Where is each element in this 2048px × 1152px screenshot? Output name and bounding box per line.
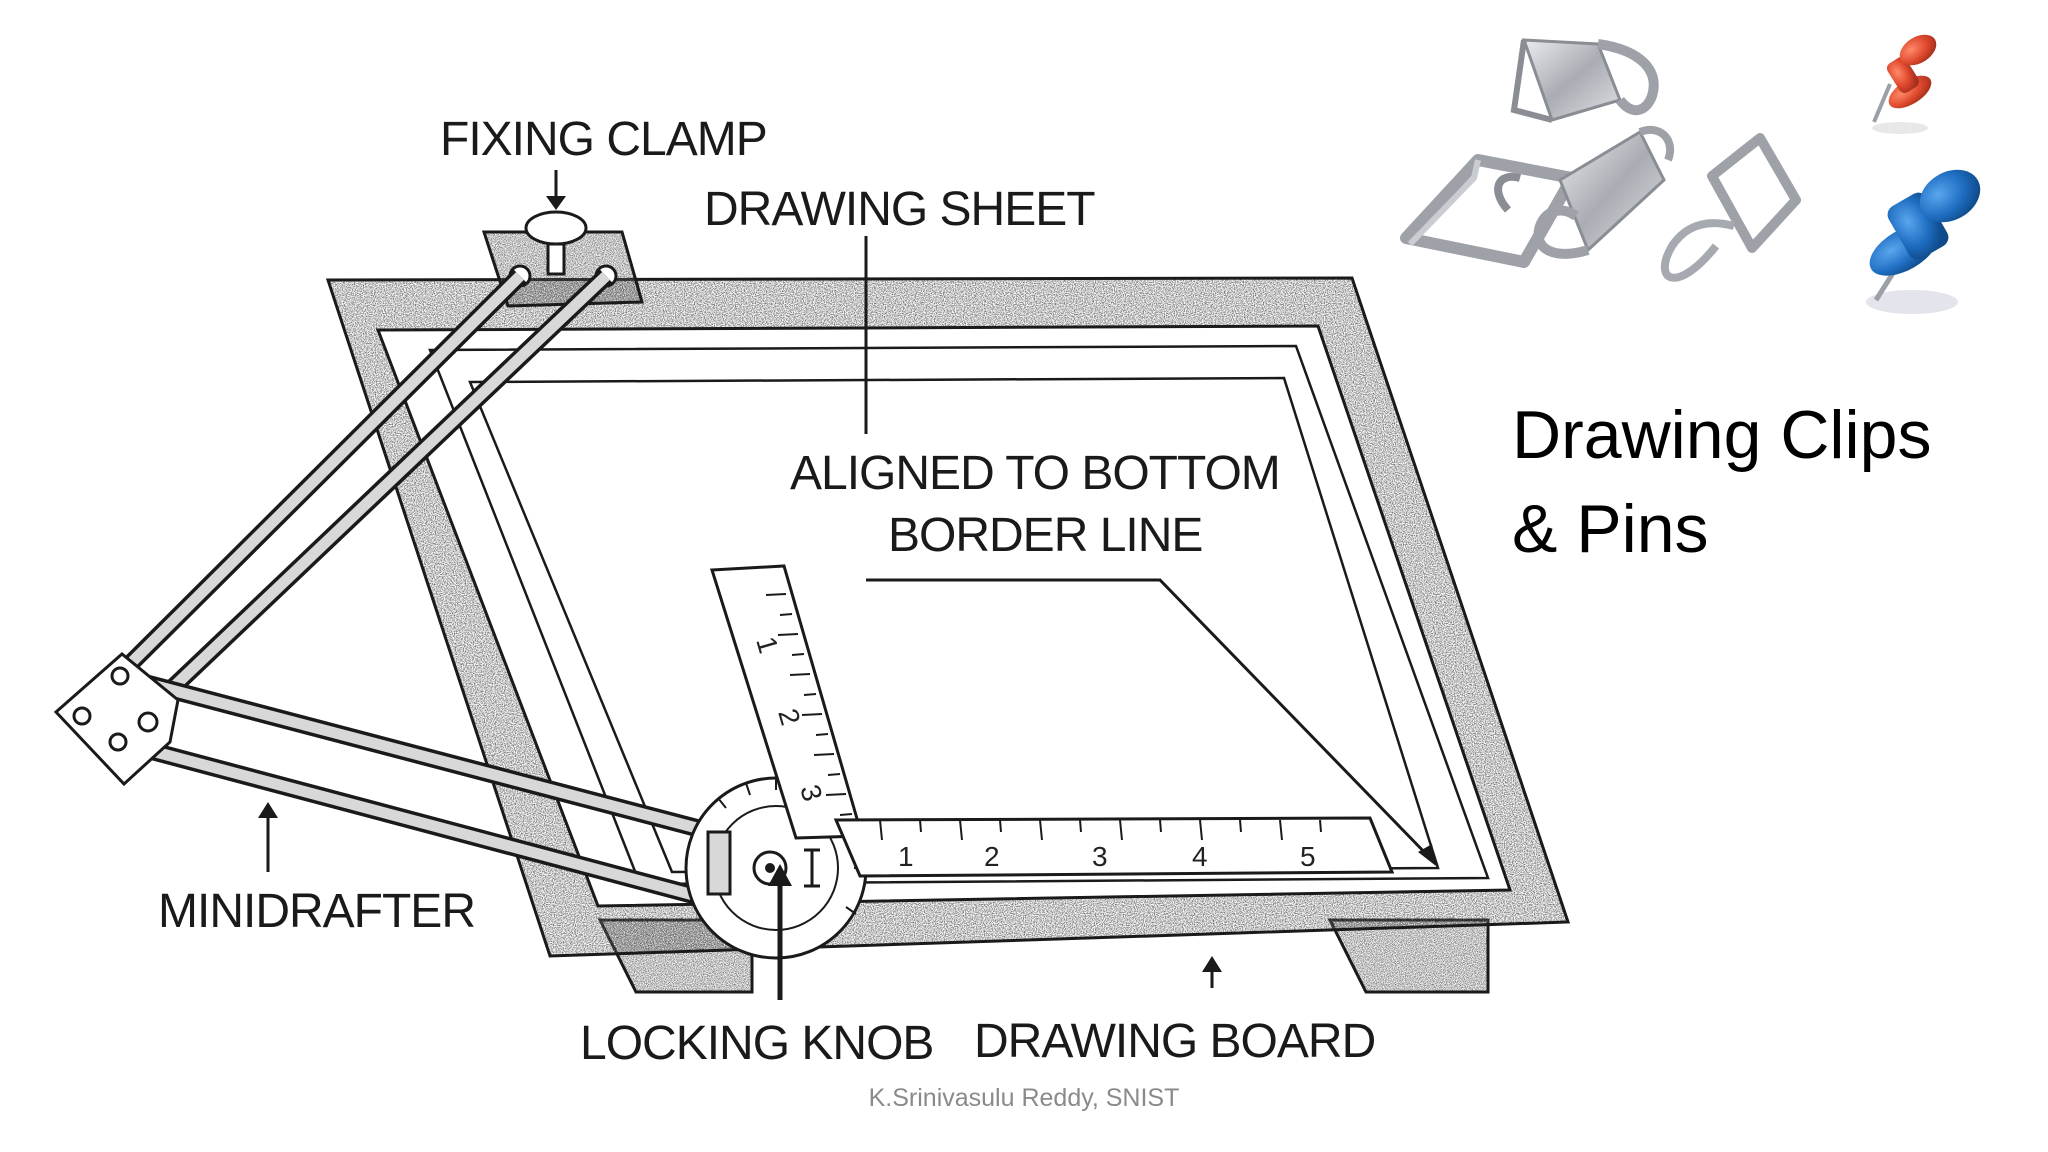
aligned-label-line1: ALIGNED TO BOTTOM (790, 447, 1281, 500)
drawing-sheet (428, 344, 1490, 886)
red-push-pin-icon (1872, 34, 1937, 134)
horizontal-scale-tick: 2 (984, 841, 1000, 872)
footer-credit: K.Srinivasulu Reddy, SNIST (868, 1084, 1180, 1112)
minidrafter-pivot-plate (53, 652, 180, 787)
horizontal-scale-tick: 1 (898, 841, 914, 872)
drawing-sheet-label: DRAWING SHEET (704, 183, 1096, 236)
minidrafter-arms (111, 269, 715, 909)
minidrafter-label: MINIDRAFTER (158, 885, 476, 938)
drawing-clip-icon (1533, 126, 1674, 259)
horizontal-scale-tick: 4 (1192, 841, 1208, 872)
clips-pins-title: Drawing Clips & Pins (1512, 388, 1931, 576)
drawing-board-label: DRAWING BOARD (974, 1015, 1376, 1068)
drawing-clip-icon (1660, 133, 1801, 282)
clips-pins-title-line2: & Pins (1512, 491, 1709, 567)
horizontal-scale-tick: 5 (1300, 841, 1316, 872)
horizontal-scale: 1 2 3 4 5 (833, 816, 1395, 878)
aligned-label-line2: BORDER LINE (888, 509, 1203, 562)
leader-lines (258, 170, 1436, 1000)
fixing-clamp-label: FIXING CLAMP (440, 113, 768, 166)
drawing-clip-icon (1510, 38, 1659, 123)
horizontal-scale-tick: 3 (1092, 841, 1108, 872)
clips-pins-title-line1: Drawing Clips (1512, 397, 1932, 473)
locking-knob-label: LOCKING KNOB (580, 1017, 934, 1070)
sheet-border-line (468, 376, 1440, 874)
blue-push-pin-icon (1866, 169, 1981, 314)
